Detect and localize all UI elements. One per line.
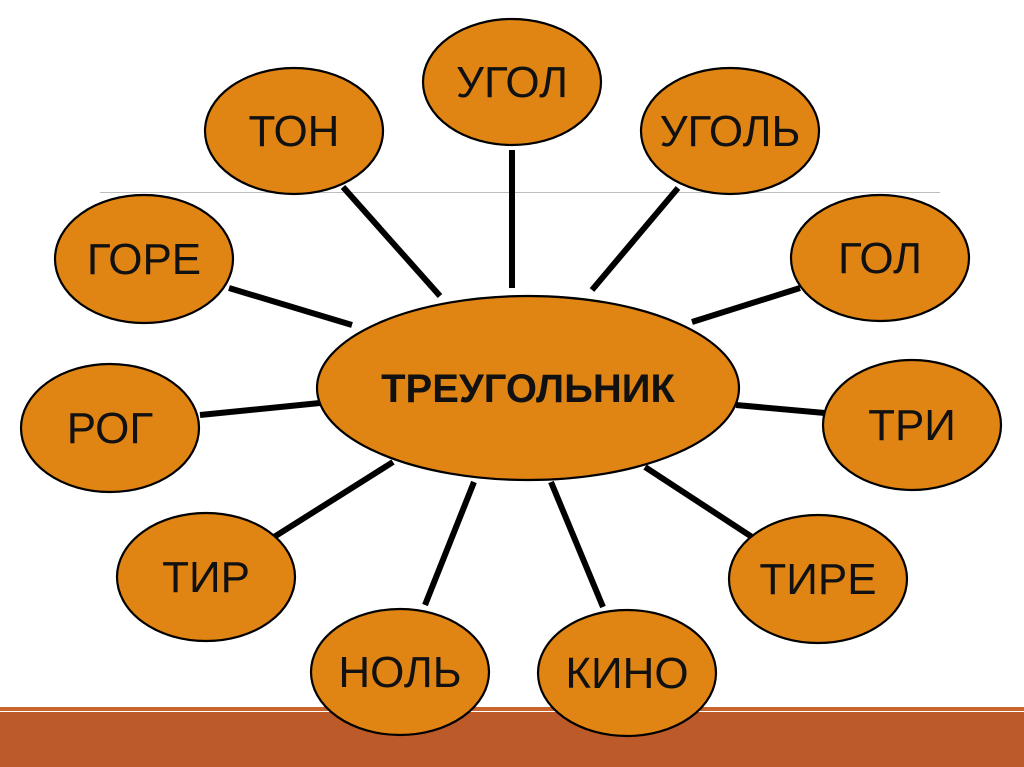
word-node: РОГ: [19, 362, 201, 494]
word-bubble: [821, 358, 1003, 492]
spoke-10: [340, 185, 443, 298]
spoke-1: [589, 186, 681, 292]
spoke-5: [548, 480, 606, 609]
spoke-9: [228, 285, 353, 328]
spoke-4: [643, 464, 754, 540]
spoke-7: [272, 459, 395, 540]
word-node: НОЛЬ: [309, 607, 491, 737]
divider-line: [100, 192, 940, 193]
word-bubble: [536, 608, 718, 738]
floor-strip: [0, 712, 1024, 767]
word-node: КИНО: [536, 608, 718, 738]
floor-edge: [0, 707, 1024, 711]
word-bubble: [53, 193, 235, 325]
word-bubble: [309, 607, 491, 737]
word-node: УГОЛЬ: [639, 66, 821, 196]
satellites: УГОЛ УГОЛЬ ГОЛ ТРИ ТИРЕ КИНО НОЛЬ ТИР РОГ ГОРЕ ТОН: [19, 17, 1003, 738]
word-node: ГОЛ: [789, 193, 971, 323]
word-bubble: [19, 362, 201, 494]
word-bubble: [115, 511, 297, 643]
word-label: ТИР: [162, 553, 250, 602]
word-label: ГОЛ: [838, 234, 922, 283]
spoke-8: [199, 400, 321, 418]
word-node: ГОРЕ: [53, 193, 235, 325]
word-label: ТОН: [249, 107, 340, 156]
word-bubble: [203, 66, 385, 196]
word-bubble: [727, 513, 909, 645]
spokes: [199, 150, 826, 609]
spoke-3: [735, 402, 826, 416]
center-node: ТРЕУГОЛЬНИК: [315, 294, 741, 482]
word-bubble: [639, 66, 821, 196]
word-node: ТИРЕ: [727, 513, 909, 645]
word-node: ТОН: [203, 66, 385, 196]
word-label: ТРИ: [868, 401, 956, 450]
word-label: ГОРЕ: [87, 235, 201, 284]
word-label: ТИРЕ: [759, 555, 876, 604]
word-label: РОГ: [67, 404, 154, 453]
center-bubble: [315, 294, 741, 482]
word-label: КИНО: [565, 649, 688, 698]
word-bubble: [421, 17, 603, 147]
word-label: УГОЛЬ: [660, 107, 801, 156]
spoke-6: [422, 480, 477, 607]
word-label: УГОЛ: [456, 58, 568, 107]
word-node: УГОЛ: [421, 17, 603, 147]
word-node: ТРИ: [821, 358, 1003, 492]
word-label: НОЛЬ: [338, 648, 461, 697]
word-bubble: [789, 193, 971, 323]
spoke-2: [691, 285, 801, 325]
center-label: ТРЕУГОЛЬНИК: [381, 367, 675, 411]
word-node: ТИР: [115, 511, 297, 643]
